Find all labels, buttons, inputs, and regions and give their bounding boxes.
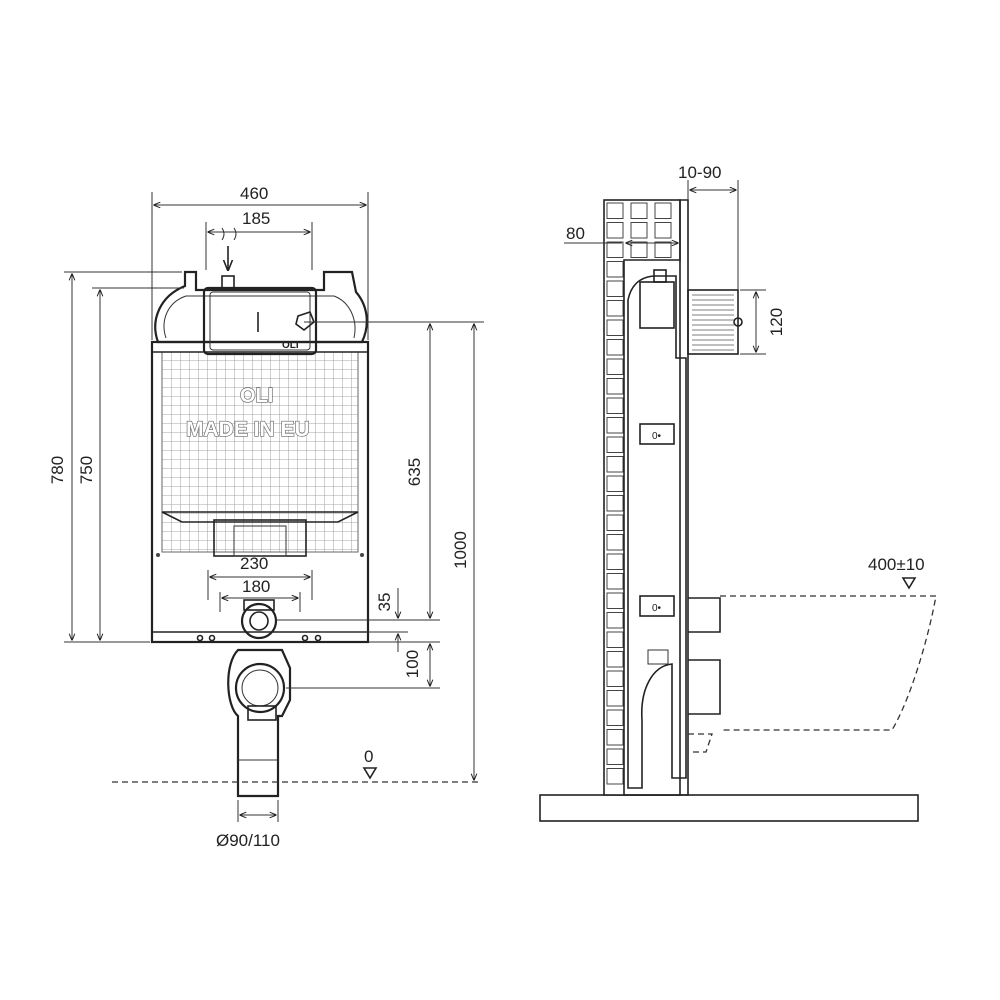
bracket-lower [639, 595, 675, 617]
dim-1000: 1000 [451, 531, 470, 569]
wall-tile [606, 436, 624, 453]
frame-body [150, 340, 370, 644]
dim-10-90: 10-90 [678, 163, 721, 182]
brick-wall [603, 199, 681, 796]
wall-tile [606, 417, 624, 434]
wall-tile [606, 202, 624, 219]
wall-tile [606, 300, 624, 317]
wall-tile [606, 222, 624, 239]
wall-tile [606, 241, 624, 258]
wall-tile [606, 553, 624, 570]
dim-460: 460 [240, 184, 268, 203]
wall-tile [606, 573, 624, 590]
dim-180: 180 [242, 577, 270, 596]
bowl-outline [720, 595, 937, 731]
wall-tile [606, 358, 624, 375]
wall-tile [606, 612, 624, 629]
dim-120: 120 [767, 308, 786, 336]
front-view: OLI OLI MADE IN EU [48, 184, 484, 850]
tank-tray [161, 511, 359, 557]
dim-pipe-diameter: Ø90/110 [216, 831, 280, 850]
wall-tile [606, 690, 624, 707]
wall-tile [606, 397, 624, 414]
dim-floor-zero: 0 [364, 747, 373, 766]
wall-tile [630, 202, 648, 219]
wall-tile [606, 534, 624, 551]
wall-tile [630, 222, 648, 239]
made-in-eu-label: MADE IN EU [186, 418, 310, 441]
floor-slab [539, 794, 919, 822]
frame-side [623, 199, 689, 796]
wall-tile [606, 631, 624, 648]
wall-tile [606, 651, 624, 668]
wall-tile [606, 670, 624, 687]
bracket-upper [639, 423, 675, 445]
floor-marker-icon [362, 767, 378, 780]
wall-tile [606, 748, 624, 765]
cistern-side [627, 275, 687, 789]
svg-text:0•: 0• [652, 603, 662, 614]
dim-780: 780 [48, 456, 67, 484]
wall-tile [606, 319, 624, 336]
wall-tile [606, 280, 624, 297]
wall-tile [606, 592, 624, 609]
brand-small-label: OLI [282, 340, 299, 351]
wall-tile [606, 456, 624, 473]
brand-logo: OLI [240, 385, 273, 407]
dim-100: 100 [403, 650, 422, 678]
wall-tile [606, 378, 624, 395]
wall-tile [654, 202, 672, 219]
wall-tile [606, 339, 624, 356]
dim-35: 35 [375, 593, 394, 612]
bowl-fixings [688, 597, 721, 715]
height-marker-icon [901, 577, 917, 590]
wall-tile [606, 495, 624, 512]
dim-635: 635 [405, 458, 424, 486]
wall-tile [606, 475, 624, 492]
wall-tile [606, 709, 624, 726]
wall-tile [654, 222, 672, 239]
flush-box [687, 289, 739, 355]
drain-pipe [227, 648, 292, 798]
svg-text:0•: 0• [652, 431, 662, 442]
dim-185: 185 [242, 209, 270, 228]
wall-tile [606, 261, 624, 278]
wall-tile [606, 514, 624, 531]
dim-80: 80 [566, 224, 585, 243]
wall-tile [606, 729, 624, 746]
wall-tile [606, 768, 624, 785]
cistern-top: OLI [154, 227, 368, 356]
dim-230: 230 [240, 554, 268, 573]
dim-750: 750 [77, 456, 96, 484]
side-view: 0• 0• 10-90 80 120 400±10 [539, 163, 937, 822]
dim-400: 400±10 [868, 555, 925, 574]
